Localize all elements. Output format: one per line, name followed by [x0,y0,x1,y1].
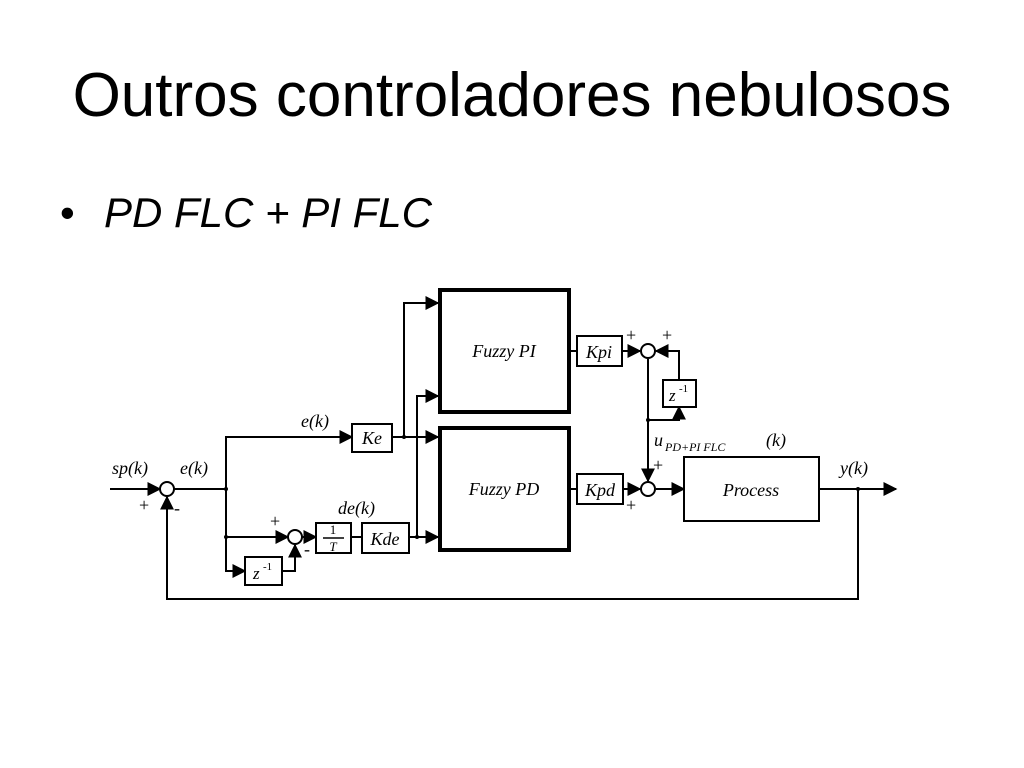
de-summing-junction [287,529,303,545]
sp-signal-label: sp(k) [112,458,148,479]
ke-block [351,423,393,453]
fuzzy-pd-block [438,426,571,552]
process-block [683,456,820,522]
input-plus-sign: + [139,495,149,515]
process-label: Process [722,480,779,500]
e-to-delay-line [225,537,247,578]
ke-label: Ke [361,428,382,448]
delay-bottom-label: z [252,564,260,583]
input-minus-sign: - [174,498,180,518]
pi-plus-sign-left: + [626,325,636,345]
delay-bottom-block [244,556,283,586]
error-signal-label: e(k) [180,458,208,479]
kpi-block [576,335,623,367]
out-plus-sign-top: + [653,455,663,475]
branch-dot [224,535,228,539]
out-plus-sign-bottom: + [626,495,636,515]
output-summing-junction [640,481,656,497]
de-signal-label: de(k) [338,498,375,519]
sum-to-delay-loop-line [648,405,686,421]
u-signal-argument: (k) [766,430,786,451]
ke-input-signal-label: e(k) [301,411,329,432]
u-signal-label: u [654,430,663,450]
kde-to-fuzzy-pi-line [416,389,440,537]
delay-top-exponent: -1 [679,383,688,395]
ke-to-fuzzy-pi-line [403,296,440,437]
kpd-label: Kpd [584,480,616,500]
inv-t-denominator: T [329,539,337,554]
branch-dot [415,535,419,539]
delay-loop-return-line [654,344,680,380]
kde-label: Kde [370,529,400,549]
inv-t-block [315,522,352,554]
feedback-line [160,489,859,600]
branch-dot [402,435,406,439]
slide-title: Outros controladores nebulosos [72,61,952,130]
de-plus-sign: + [270,511,280,531]
fuzzy-pi-label: Fuzzy PI [471,341,536,361]
bullet-text: PD FLC + PI FLC [104,189,432,236]
e-to-ke-line [225,430,354,489]
input-summing-junction [159,481,175,497]
kpd-block [576,473,624,505]
inv-t-numerator: 1 [330,522,337,537]
output-signal-label: y(k) [838,458,868,479]
fuzzy-pi-block [438,288,571,414]
branch-dot [856,487,860,491]
pi-summing-junction [640,343,656,359]
bullet-item: • PD FLC + PI FLC [60,188,432,238]
delay-bottom-exponent: -1 [263,561,272,573]
branch-dot [224,487,228,491]
fuzzy-pd-label: Fuzzy PD [468,479,540,499]
u-signal-subscript: PD+PI FLC [664,440,726,454]
kde-block [361,522,410,554]
delay-top-label: z [668,386,676,405]
branch-dot [646,418,650,422]
delay-top-block [662,379,697,408]
de-minus-sign: - [304,539,310,559]
delay-to-sum-line [282,543,302,572]
bullet-symbol: • [60,189,75,236]
kpi-label: Kpi [585,342,612,362]
pi-plus-sign-right: + [662,325,672,345]
